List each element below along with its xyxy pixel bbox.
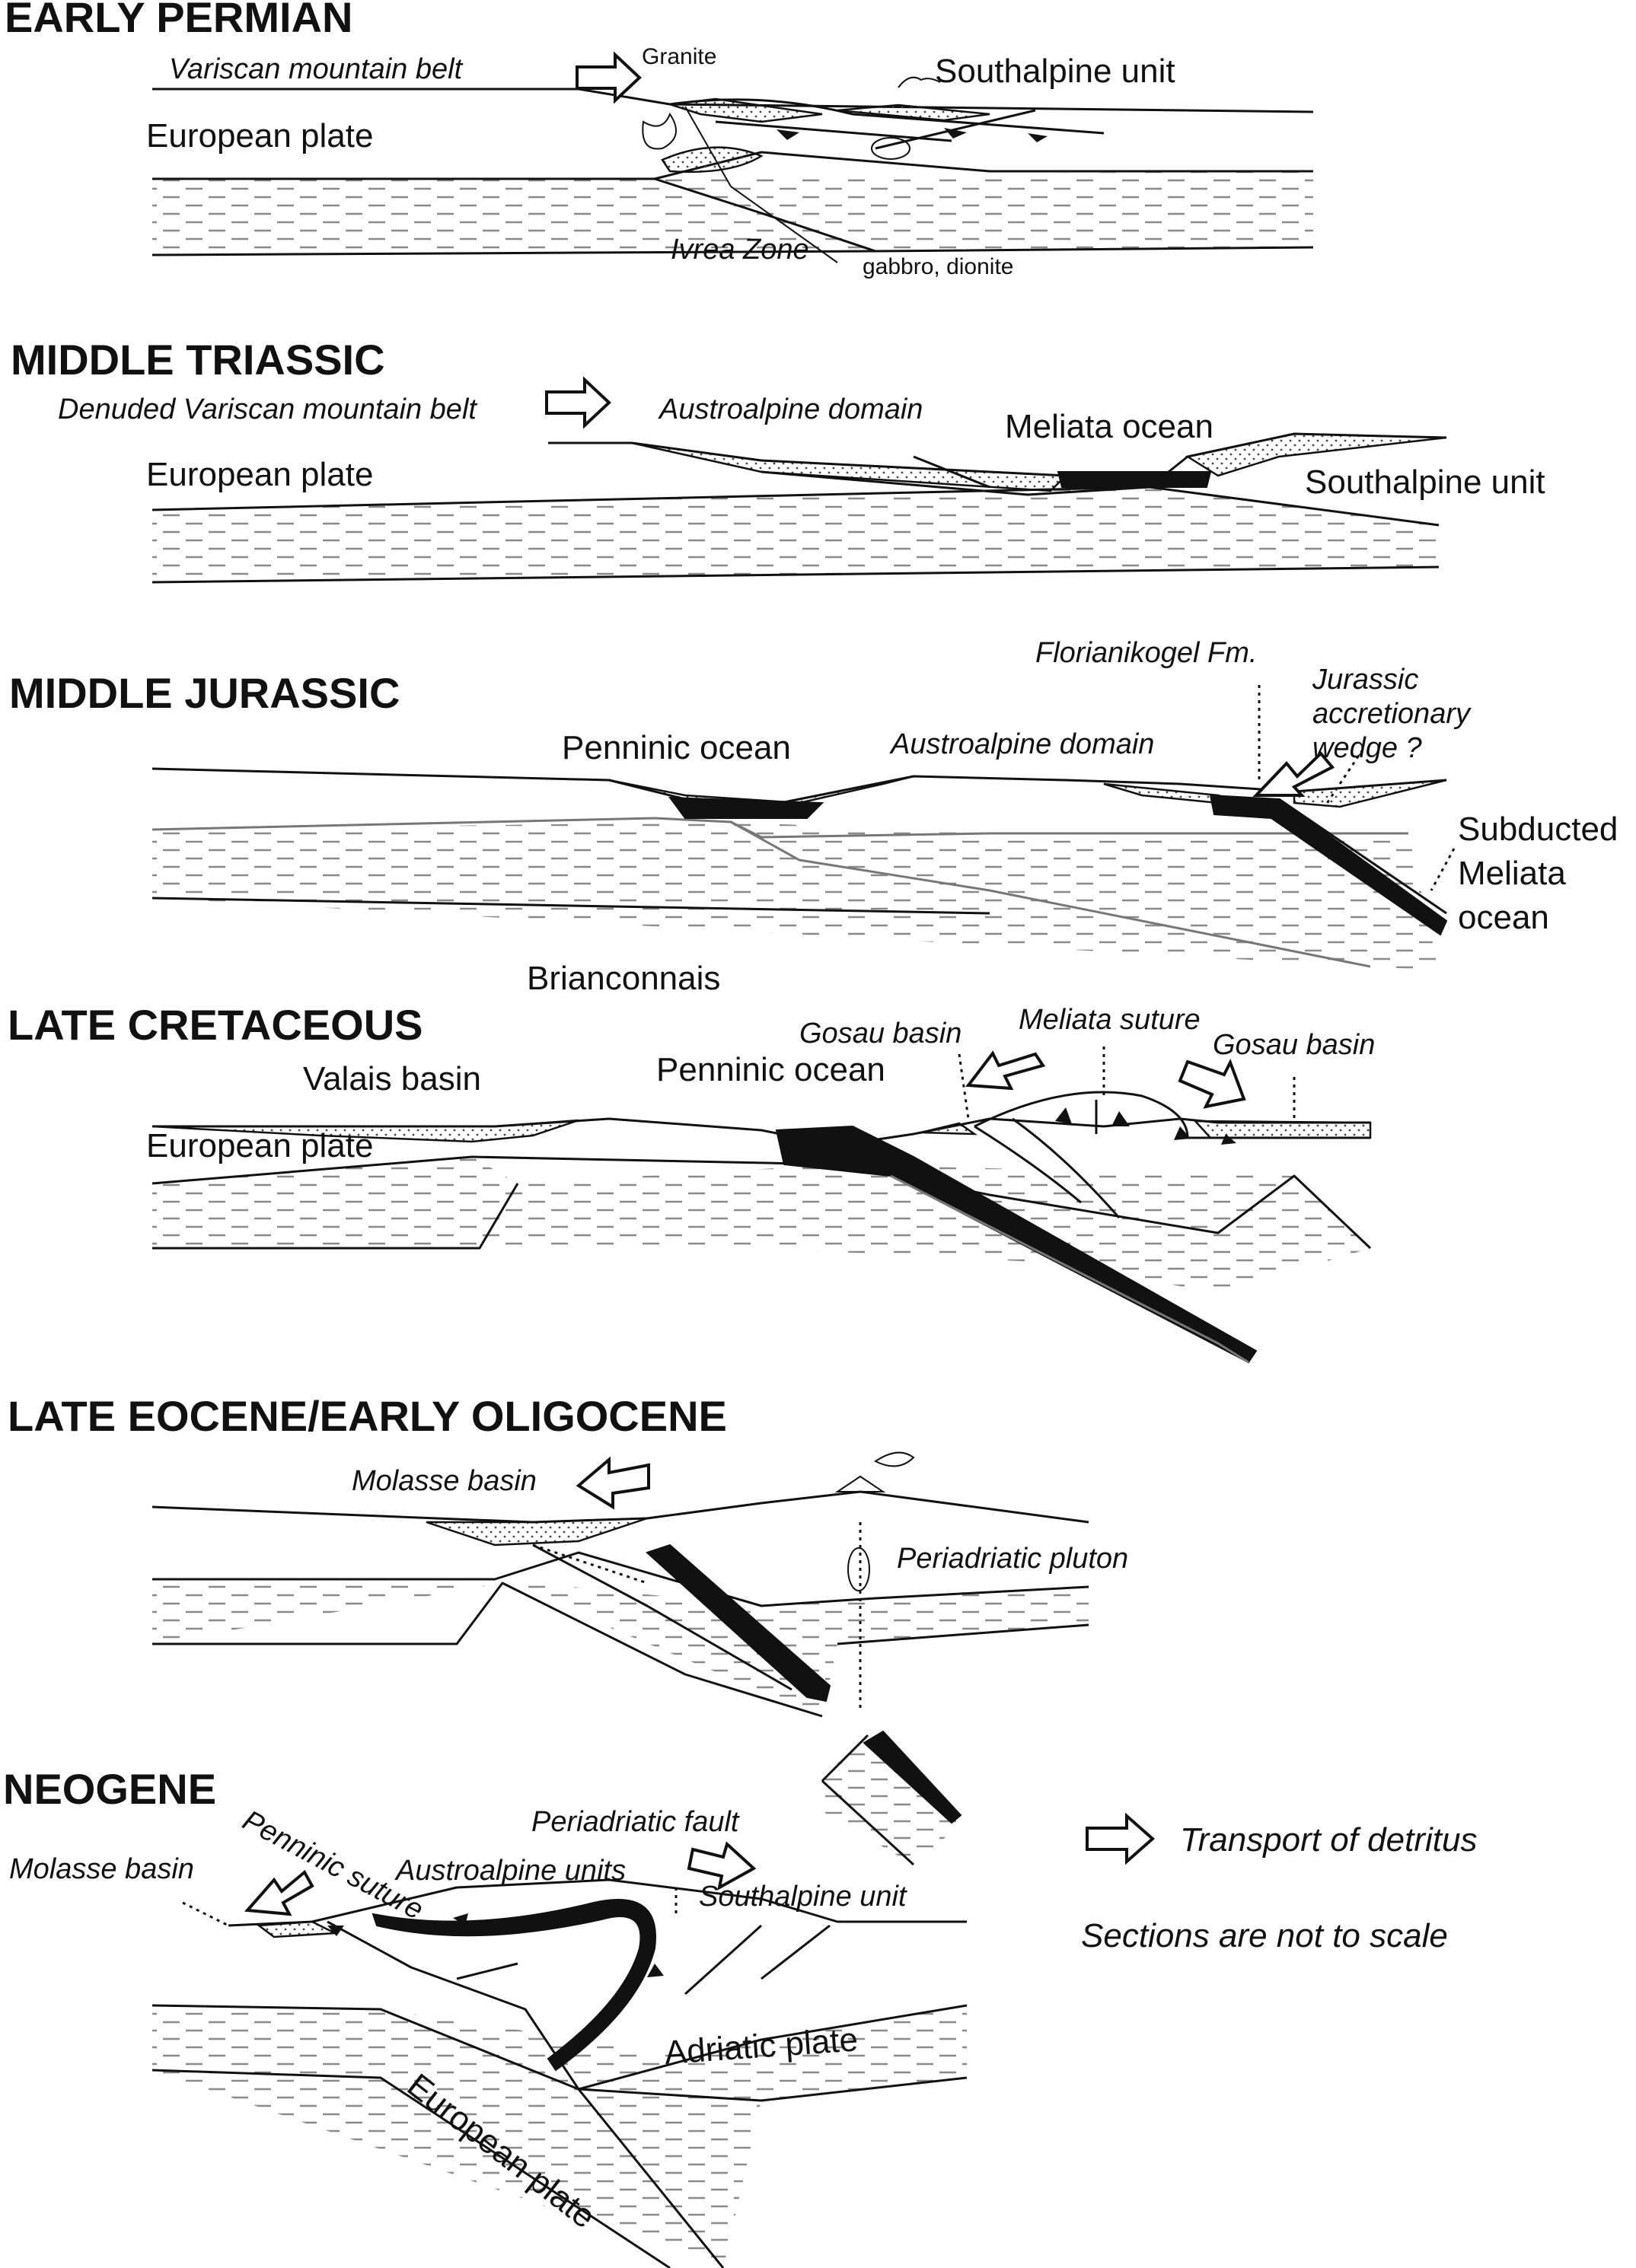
panel-late-cretaceous: LATE CRETACEOUS Gosau basin Meliata sutu… [8,1001,1375,1364]
label-denuded-variscan: Denuded Variscan mountain belt [58,393,477,425]
panel-neogene: NEOGENE Periadriatic fault Penninic sutu… [3,1765,968,2268]
detritus-arrow-icon [244,1869,314,1916]
detritus-arrow-icon [1252,751,1335,797]
panel-title: LATE CRETACEOUS [8,1001,423,1049]
label-southalpine: Southalpine unit [1305,463,1545,501]
panel-middle-triassic: MIDDLE TRIASSIC Denuded Variscan mountai… [11,336,1545,584]
panel-early-permian: EARLY PERMIAN Variscan mountain belt Gra… [5,0,1314,279]
legend: Transport of detritus Sections are not t… [1081,1812,1477,1954]
label-gosau-2: Gosau basin [1213,1029,1375,1061]
label-subducted-2: Meliata [1458,855,1566,892]
panel-title: MIDDLE JURASSIC [9,669,400,717]
detritus-arrow-icon [545,376,611,429]
legend-scale-note: Sections are not to scale [1081,1917,1448,1954]
label-austroalpine: Austroalpine domain [658,393,923,425]
label-wedge-2: accretionary [1312,698,1472,730]
label-molasse-basin: Molasse basin [9,1853,194,1885]
panel-title: EARLY PERMIAN [5,0,352,41]
label-ivrea-zone: Ivrea Zone [671,234,809,266]
label-penninic-ocean: Penninic ocean [562,729,791,766]
label-austroalpine: Austroalpine domain [889,728,1154,760]
label-meliata-ocean: Meliata ocean [1005,408,1213,445]
label-valais-basin: Valais basin [303,1060,481,1097]
label-european-plate: European plate [146,1127,373,1164]
label-wedge-3: wedge ? [1312,732,1423,764]
panel-late-eocene: LATE EOCENE/EARLY OLIGOCENE Molasse basi… [8,1392,1128,1866]
label-florianikogel: Florianikogel Fm. [1035,637,1257,669]
detritus-arrow-icon [576,1456,650,1510]
label-meliata-suture: Meliata suture [1019,1004,1201,1036]
label-gosau-1: Gosau basin [799,1018,962,1050]
label-subducted-3: ocean [1458,899,1549,936]
label-variscan-belt: Variscan mountain belt [169,53,464,85]
panel-title: LATE EOCENE/EARLY OLIGOCENE [8,1392,727,1440]
label-brianconnais: Brianconnais [527,960,720,997]
label-granite: Granite [642,44,716,69]
transport-arrow-icon [1086,1812,1156,1865]
detritus-arrow-icon [965,1050,1046,1091]
panel-title: NEOGENE [3,1765,216,1813]
legend-transport-label: Transport of detritus [1180,1821,1477,1859]
label-southalpine-unit: Southalpine unit [699,1881,907,1913]
label-periadriatic-fault: Periadriatic fault [531,1806,740,1838]
label-austroalpine-units: Austroalpine units [394,1855,626,1887]
detritus-arrow-icon [1178,1059,1246,1109]
label-periadriatic-pluton: Periadriatic pluton [897,1543,1128,1575]
detritus-arrow-icon [687,1841,757,1891]
label-subducted-1: Subducted [1458,811,1618,848]
label-penninic-ocean: Penninic ocean [656,1051,885,1088]
detritus-arrow-icon [576,51,642,104]
panel-middle-jurassic: MIDDLE JURASSIC Florianikogel Fm. Jurass… [9,637,1618,997]
label-gabbro: gabbro, dionite [863,254,1014,279]
label-wedge-1: Jurassic [1312,664,1418,696]
label-european-plate: European plate [146,117,373,154]
label-european-plate: European plate [146,456,373,493]
panel-title: MIDDLE TRIASSIC [11,336,385,384]
label-molasse-basin: Molasse basin [352,1465,537,1497]
label-southalpine: Southalpine unit [935,53,1175,90]
